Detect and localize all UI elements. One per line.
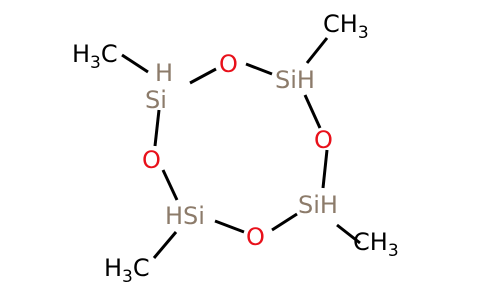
bond-si-bottom-left-ch3: [152, 231, 178, 259]
atom-si-top-left-h: H: [155, 59, 173, 87]
atom-si-bottom-left: HSi: [165, 202, 205, 230]
bond-o-top-si-top-right: [245, 62, 273, 76]
bond-si-top-left-ch3: [121, 53, 149, 74]
atom-si-top-left: Si: [145, 86, 167, 114]
bond-o-bottom-si-bottom-left: [214, 219, 245, 234]
bonds: [121, 37, 361, 259]
atom-si-bottom-right: SiH: [298, 191, 338, 219]
atom-si-top-right: SiH: [275, 66, 315, 94]
bond-si-bottom-right-ch3: [336, 223, 361, 245]
atom-o-top: O: [219, 50, 238, 78]
bond-o-left-si-top-left: [153, 109, 161, 147]
bond-si-bottom-right-o-bottom: [271, 212, 298, 232]
bond-o-right-si-bottom-right: [321, 149, 329, 189]
bond-si-top-right-o-right: [303, 94, 322, 129]
bond-si-top-left-o-top: [189, 67, 217, 85]
methyl-top-left: H3C: [72, 40, 118, 73]
methyl-bottom-right: CH3: [353, 228, 399, 261]
methyl-top-right: CH3: [323, 10, 369, 43]
bond-si-bottom-left-o-left: [161, 169, 179, 201]
bond-si-top-right-ch3: [305, 37, 329, 64]
atoms: Si H SiH SiH HSi O O O O H3C CH3 CH3 H3C: [72, 10, 399, 287]
atom-o-bottom: O: [246, 223, 265, 251]
atom-o-left: O: [142, 146, 161, 174]
atom-o-right: O: [314, 126, 333, 154]
methyl-bottom-left: H3C: [104, 254, 150, 287]
